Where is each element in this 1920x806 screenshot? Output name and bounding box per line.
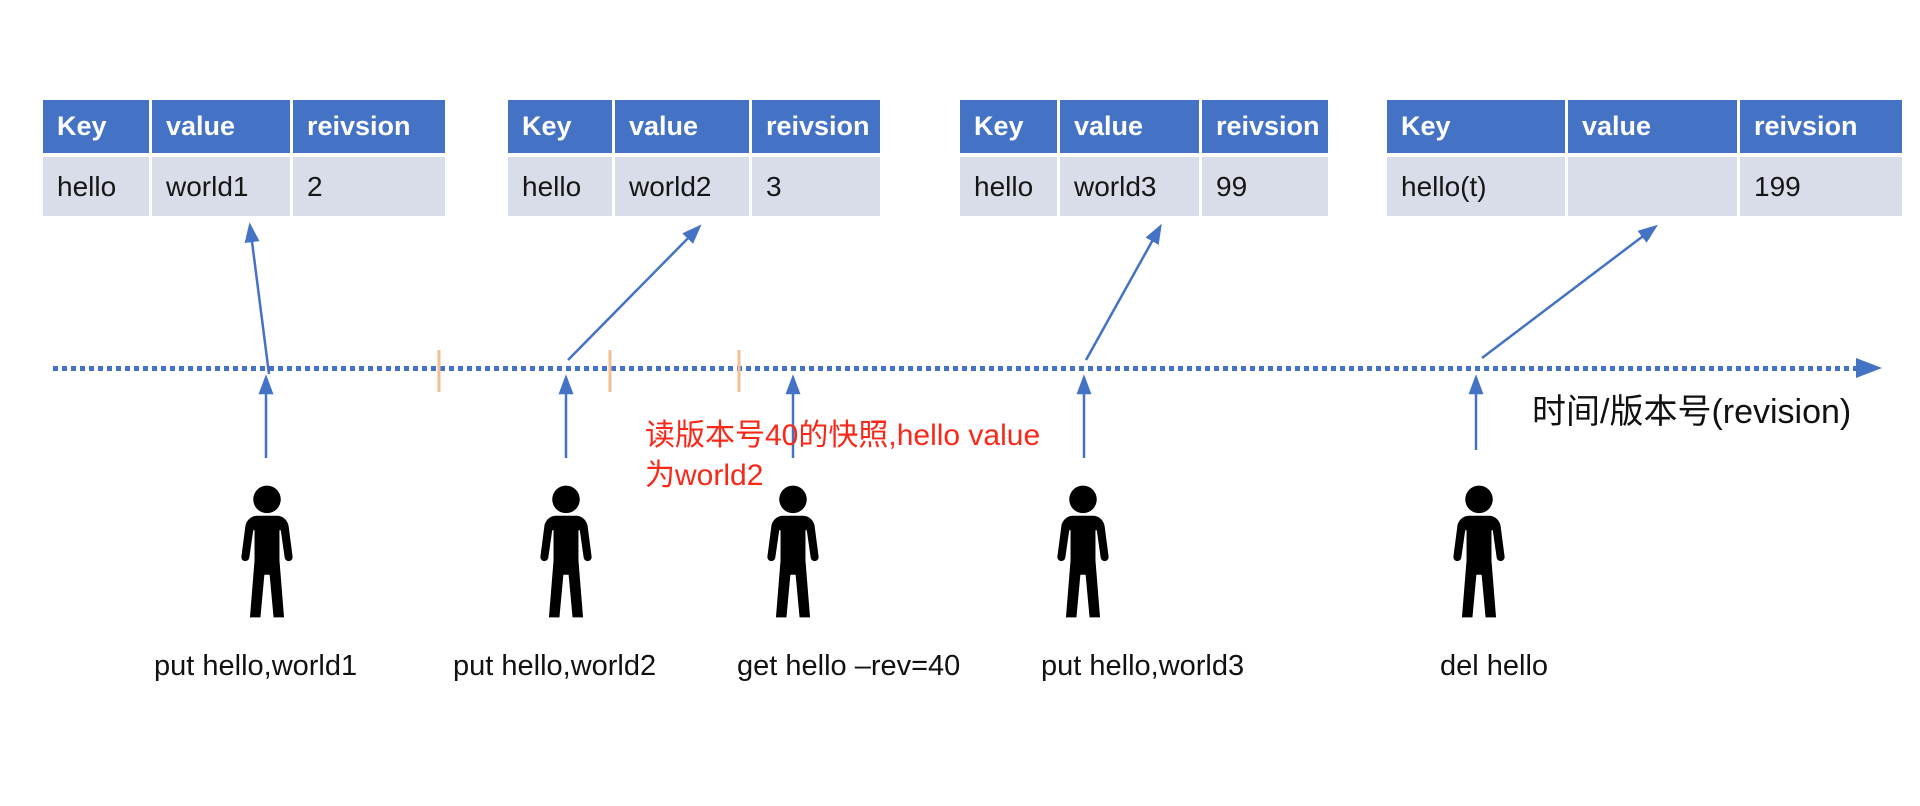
- kv-table-4: Key value reivsion hello(t) 199: [1387, 100, 1902, 216]
- kv-table-3-cell-revision: 99: [1202, 157, 1328, 216]
- kv-table-1-header-row: Key value reivsion: [43, 100, 445, 153]
- kv-table-4-header-value: value: [1568, 100, 1740, 153]
- kv-table-3-header-key: Key: [960, 100, 1060, 153]
- kv-table-2-cell-value: world2: [615, 157, 752, 216]
- timeline-to-table2-arrow-icon: [567, 224, 702, 361]
- kv-table-3-header-revision: reivsion: [1202, 100, 1328, 153]
- kv-table-2-header-key: Key: [508, 100, 615, 153]
- kv-table-2: Key value reivsion hello world2 3: [508, 100, 880, 216]
- kv-table-1-cell-revision: 2: [293, 157, 445, 216]
- action-label-del-hello: del hello: [1440, 650, 1549, 682]
- snapshot-annotation-line2: 为world2: [645, 458, 764, 492]
- kv-table-4-cell-revision: 199: [1740, 157, 1902, 216]
- snapshot-annotation-line1: 读版本号40的快照,hello value: [645, 419, 1041, 452]
- action-label-get-rev40: get hello –rev=40: [737, 650, 961, 682]
- kv-table-1-cell-value: world1: [152, 157, 293, 216]
- kv-table-2-data-row: hello world2 3: [508, 153, 880, 216]
- kv-table-1-data-row: hello world1 2: [43, 153, 445, 216]
- person-icon: [1453, 485, 1505, 618]
- person-icon: [767, 485, 819, 618]
- action-label-put-world2: put hello,world2: [453, 650, 657, 682]
- kv-table-3: Key value reivsion hello world3 99: [960, 100, 1328, 216]
- snapshot-annotation: 读版本号40的快照,hello value 为world2: [645, 420, 1040, 499]
- kv-table-2-cell-revision: 3: [752, 157, 880, 216]
- kv-table-2-cell-key: hello: [508, 157, 615, 216]
- kv-table-2-header-revision: reivsion: [752, 100, 880, 153]
- timeline-to-table4-arrow-icon: [1481, 224, 1658, 359]
- kv-table-3-header-value: value: [1060, 100, 1202, 153]
- kv-table-4-header-revision: reivsion: [1740, 100, 1902, 153]
- kv-table-4-data-row: hello(t) 199: [1387, 153, 1902, 216]
- kv-table-3-cell-key: hello: [960, 157, 1060, 216]
- person-icon: [540, 485, 592, 618]
- timeline-dotted-axis: [53, 366, 1856, 371]
- timeline-axis-label: 时间/版本号(revision): [1532, 393, 1852, 431]
- kv-table-2-header-value: value: [615, 100, 752, 153]
- action-label-put-world1: put hello,world1: [154, 650, 358, 682]
- kv-table-4-header-key: Key: [1387, 100, 1568, 153]
- kv-table-1-header-value: value: [152, 100, 293, 153]
- kv-table-1-header-revision: reivsion: [293, 100, 445, 153]
- kv-table-3-header-row: Key value reivsion: [960, 100, 1328, 153]
- kv-table-3-cell-value: world3: [1060, 157, 1202, 216]
- action-label-put-world3: put hello,world3: [1041, 650, 1245, 682]
- kv-table-2-header-row: Key value reivsion: [508, 100, 880, 153]
- kv-table-4-cell-key: hello(t): [1387, 157, 1568, 216]
- timeline-arrowhead-icon: [1856, 358, 1882, 378]
- kv-table-3-data-row: hello world3 99: [960, 153, 1328, 216]
- kv-table-4-header-row: Key value reivsion: [1387, 100, 1902, 153]
- timeline-to-table1-arrow-icon: [244, 222, 271, 375]
- kv-table-1: Key value reivsion hello world1 2: [43, 100, 445, 216]
- kv-table-4-cell-value: [1568, 157, 1740, 216]
- person-icon: [1057, 485, 1109, 618]
- timeline-to-table3-arrow-icon: [1084, 223, 1162, 361]
- person-icon: [241, 485, 293, 618]
- kv-table-1-cell-key: hello: [43, 157, 152, 216]
- kv-table-1-header-key: Key: [43, 100, 152, 153]
